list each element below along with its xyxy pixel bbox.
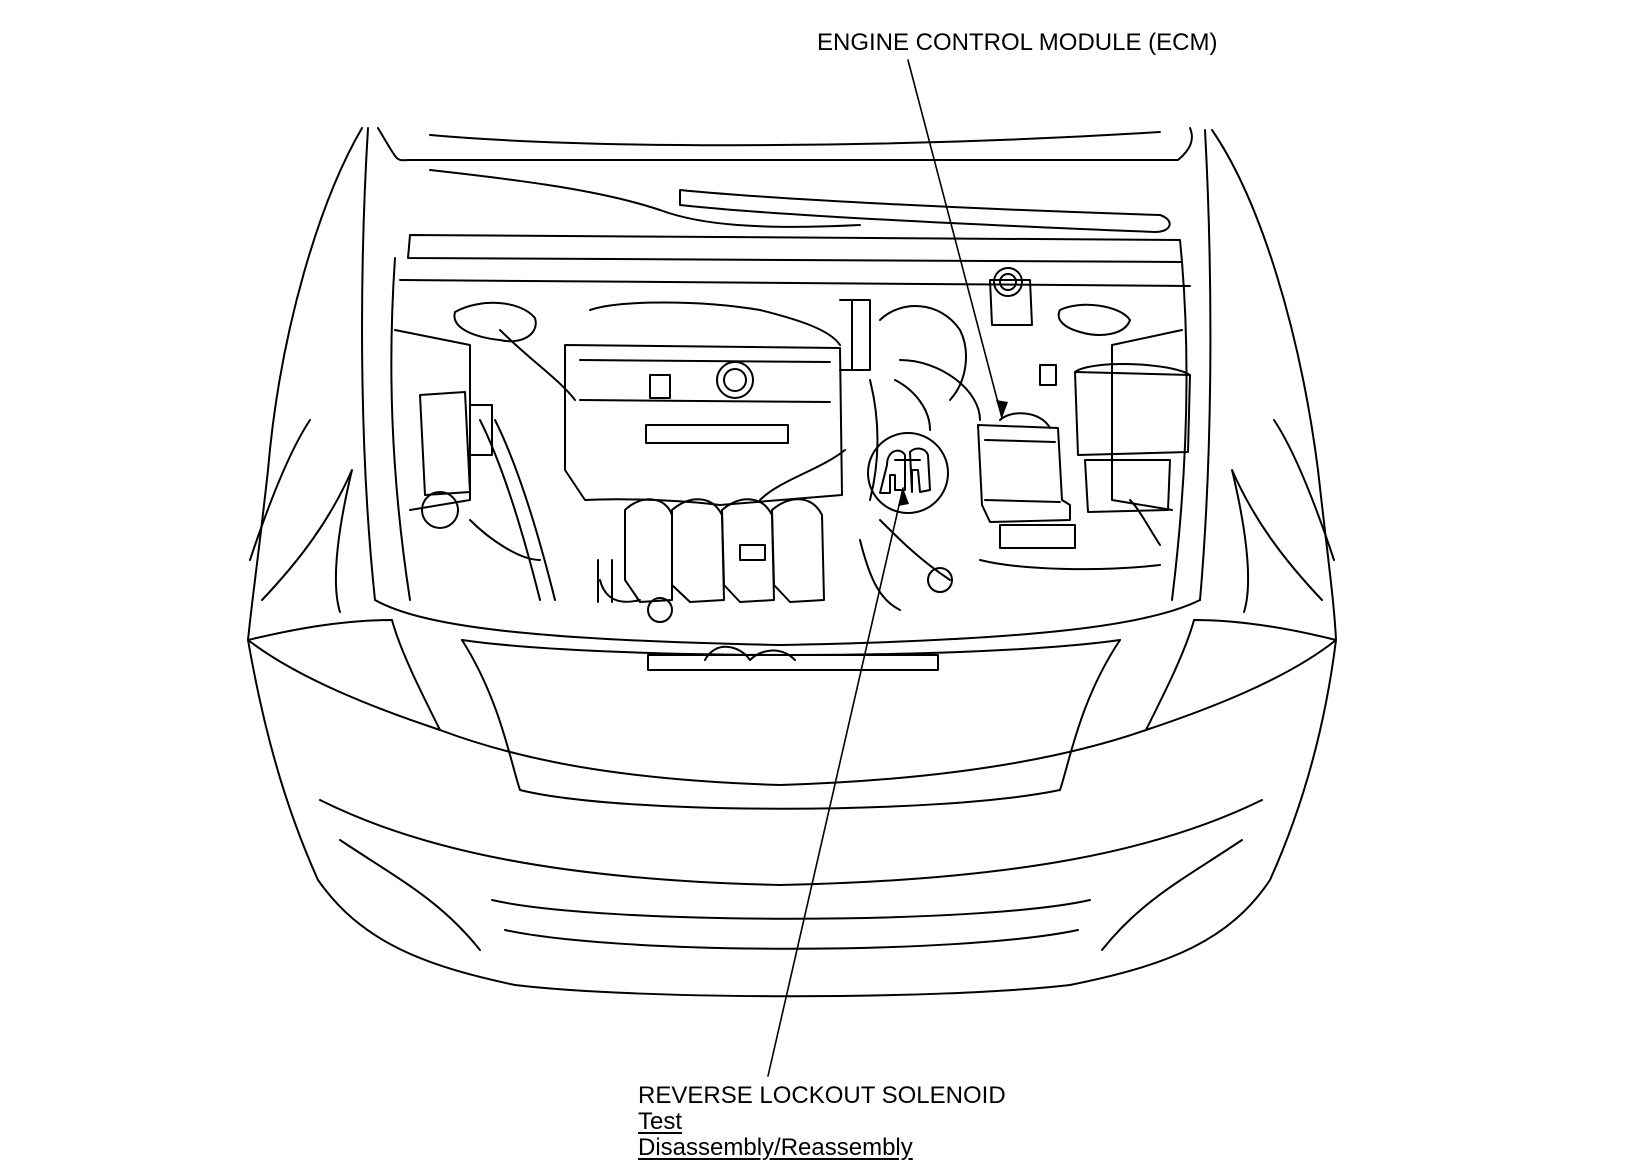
reverse-lockout-solenoid-highlight	[867, 432, 949, 514]
hood-open	[377, 127, 1193, 287]
reverse-lockout-solenoid-callout: REVERSE LOCKOUT SOLENOID Test Disassembl…	[638, 1083, 1006, 1161]
center-hoses	[839, 299, 981, 611]
reverse-lockout-solenoid-label: REVERSE LOCKOUT SOLENOID	[638, 1082, 1006, 1109]
leader-lines	[767, 59, 1008, 1077]
disassembly-reassembly-link[interactable]: Disassembly/Reassembly	[638, 1134, 913, 1161]
car-body-outline	[247, 127, 1337, 998]
ecm-label: ENGINE CONTROL MODULE (ECM)	[817, 29, 1218, 56]
left-components	[419, 301, 576, 601]
right-components	[977, 267, 1191, 571]
intake-runners	[597, 449, 846, 623]
test-link[interactable]: Test	[638, 1108, 683, 1135]
